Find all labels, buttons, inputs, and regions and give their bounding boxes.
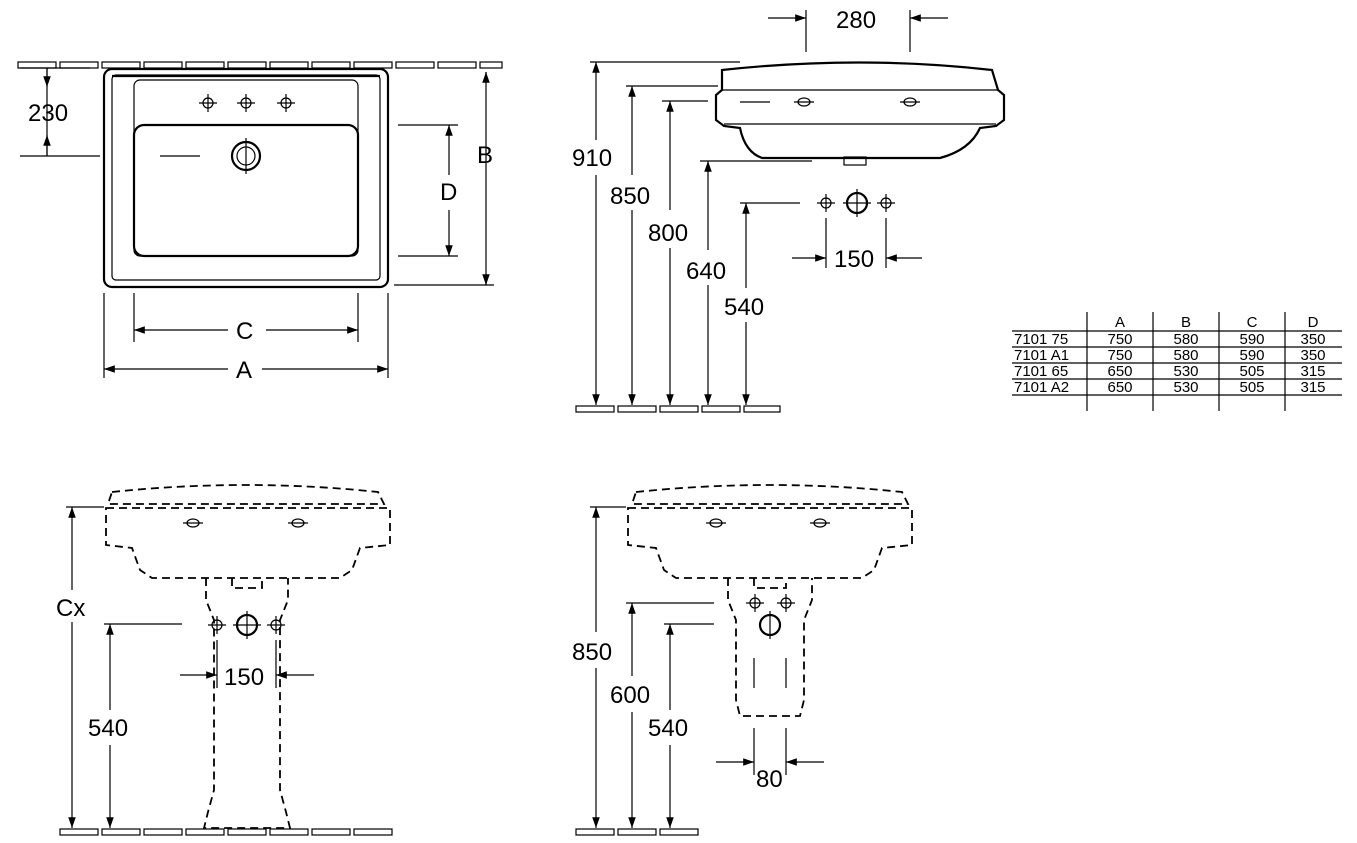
table-cell: 350	[1300, 331, 1325, 348]
dim-540-pedestal: 540	[88, 715, 128, 742]
table-cell: 650	[1107, 379, 1132, 396]
dim-910: 910	[572, 145, 612, 172]
dimension-table: A B C D 7101 75 750 580 590 350 7101 A1 …	[1012, 312, 1342, 411]
pedestal-dashed	[202, 578, 292, 829]
tap-hole-icon	[876, 193, 896, 213]
floor-line-pedestal	[59, 828, 393, 836]
table-cell: 7101 A1	[1014, 347, 1069, 364]
dim-Cx: Cx	[56, 595, 85, 622]
dim-D: D	[440, 179, 457, 206]
table-header-D: D	[1308, 314, 1319, 331]
drain-icon	[230, 138, 262, 174]
dim-230: 230	[28, 100, 68, 127]
table-header-B: B	[1181, 314, 1191, 331]
table-cell: 350	[1300, 347, 1325, 364]
dim-850: 850	[610, 183, 650, 210]
dim-150-pedestal: 150	[224, 664, 264, 691]
basin-front-dashed	[105, 507, 391, 579]
dim-B: B	[477, 142, 493, 169]
table-cell: 7101 65	[1014, 363, 1068, 380]
tap-hole-icon	[266, 615, 286, 635]
front-view-pedestal: Cx 540 150	[56, 484, 393, 836]
dim-540: 540	[724, 294, 764, 321]
table-cell: 505	[1239, 379, 1264, 396]
side-view: 280 910 850 800 640 540	[572, 7, 1006, 413]
dim-600: 600	[610, 682, 650, 709]
tap-hole-icon	[745, 593, 765, 613]
dim-A: A	[236, 357, 252, 384]
dim-540-semi: 540	[648, 715, 688, 742]
tap-hole-icon	[207, 615, 227, 635]
basin-bowl	[132, 123, 360, 258]
drain-hole-icon	[233, 611, 261, 639]
basin-outline	[102, 67, 390, 289]
tap-hole-icon	[276, 93, 296, 113]
wall-line-top	[17, 61, 503, 69]
table-cell: 580	[1173, 347, 1198, 364]
table-header-A: A	[1115, 314, 1125, 331]
table-cell: 530	[1173, 379, 1198, 396]
table-cell: 580	[1173, 331, 1198, 348]
tap-hole-icon	[198, 93, 218, 113]
top-view: 230 B D C A	[17, 61, 503, 384]
table-cell: 315	[1300, 379, 1325, 396]
table-cell: 7101 75	[1014, 331, 1068, 348]
table-cell: 590	[1239, 347, 1264, 364]
dim-640: 640	[686, 258, 726, 285]
table-cell: 315	[1300, 363, 1325, 380]
dim-850-semi: 850	[572, 639, 612, 666]
dim-800: 800	[648, 220, 688, 247]
dim-280: 280	[836, 7, 876, 34]
drain-hole-icon	[843, 189, 871, 217]
basin-side-profile	[714, 61, 1006, 166]
semi-pedestal-dashed	[727, 578, 813, 717]
dim-80: 80	[756, 766, 783, 793]
table-header-C: C	[1247, 314, 1258, 331]
drain-hole-icon	[758, 611, 782, 639]
table-cell: 505	[1239, 363, 1264, 380]
front-view-semi-pedestal: 850 600 540 80	[572, 484, 913, 836]
tap-hole-icon	[776, 593, 796, 613]
dim-C: C	[236, 318, 253, 345]
basin-front-dashed	[627, 507, 913, 579]
floor-line-side	[575, 405, 781, 413]
floor-line-semi	[575, 828, 699, 836]
tap-hole-icon	[816, 193, 836, 213]
dim-150-side: 150	[834, 246, 874, 273]
table-cell: 650	[1107, 363, 1132, 380]
tap-hole-icon	[236, 93, 256, 113]
table-cell: 590	[1239, 331, 1264, 348]
table-cell: 750	[1107, 347, 1132, 364]
table-cell: 750	[1107, 331, 1132, 348]
table-cell: 7101 A2	[1014, 379, 1069, 396]
table-cell: 530	[1173, 363, 1198, 380]
